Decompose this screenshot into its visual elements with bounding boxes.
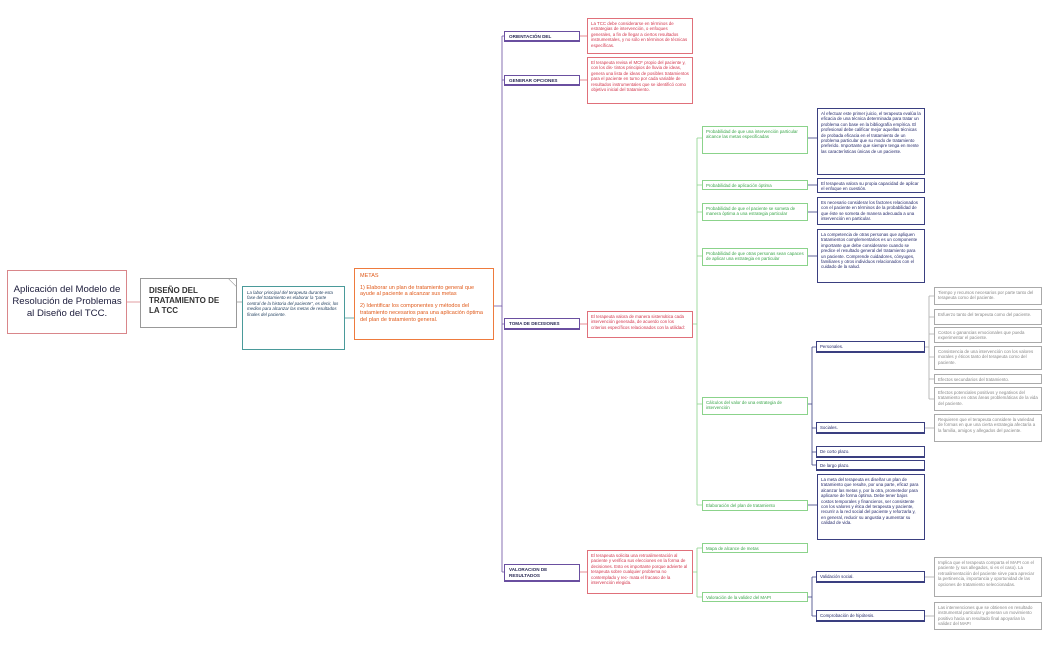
metas-box[interactable]: METAS 1) Elaborar un plan de tratamiento…: [354, 268, 494, 340]
criterion-4-text: La competencia de otras personas que apl…: [821, 232, 918, 270]
valor-label: Cálculos del valor de una estrategia de …: [706, 400, 782, 411]
intro-text: La labor principal del terapeuta durante…: [247, 290, 339, 317]
personales-item-5[interactable]: Efectos secundarios del tratamiento.: [934, 374, 1042, 384]
sociales-text: Requieren que el terapeuta considere la …: [938, 417, 1036, 433]
design-title: DISEÑO DEL TRATAMIENTO DE LA TCC: [149, 286, 220, 315]
branch-valoracion[interactable]: VALORACION DE RESULTADOS: [504, 564, 580, 582]
branch-toma-label: TOMA DE DECISIONES: [509, 321, 560, 326]
personales-item-1[interactable]: Tiempo y recursos necesarios por parte t…: [934, 287, 1042, 305]
intro-note[interactable]: La labor principal del terapeuta durante…: [242, 286, 345, 350]
validacion-social-detail[interactable]: Implica que el terapeuta comparta el MAP…: [934, 557, 1042, 597]
personales-item-3[interactable]: Costos o ganancias emocionales que pueda…: [934, 327, 1042, 343]
criterion-3-text: Es necesario considerar los factores rel…: [821, 200, 918, 222]
largo-plazo-node[interactable]: De largo plazo.: [816, 460, 925, 471]
criterion-1-text: Al efectuar este primer juicio, el terap…: [821, 111, 921, 154]
valor-node[interactable]: Cálculos del valor de una estrategia de …: [702, 397, 808, 415]
generar-text-content: El terapeuta revisa el MCF propio del pa…: [591, 60, 689, 92]
root-topic[interactable]: Aplicación del Modelo de Resolución de P…: [7, 270, 127, 334]
validez-node[interactable]: Valoración de la validez del MAPI: [702, 592, 808, 602]
criterion-3-label: Probabilidad de que el paciente se somet…: [706, 206, 796, 217]
design-topic[interactable]: DISEÑO DEL TRATAMIENTO DE LA TCC: [140, 278, 237, 328]
corto-plazo-node[interactable]: De corto plazo.: [816, 446, 925, 458]
valoracion-text-content: El terapeuta solicita una retroalimentac…: [591, 553, 688, 585]
criterion-2[interactable]: Probabilidad de aplicación óptima: [702, 180, 808, 190]
metas-title: METAS: [360, 273, 379, 279]
branch-orientacion[interactable]: ORIENTACIÓN DEL PROBLEMA: [504, 31, 580, 42]
mapa-node[interactable]: Mapa de alcance de metas: [702, 543, 808, 553]
mapa-label: Mapa de alcance de metas: [706, 546, 759, 551]
branch-generar-label: GENERAR OPCIONES: [509, 78, 558, 83]
criterion-2-text: El terapeuta valora su propia capacidad …: [821, 181, 919, 192]
sociales-label: Sociales.: [820, 425, 838, 430]
hipotesis-text: Las intervenciones que se obtienen en re…: [938, 605, 1033, 627]
plan-text: La meta del terapeuta es diseñar un plan…: [821, 477, 919, 525]
criterion-2-detail[interactable]: El terapeuta valora su propia capacidad …: [817, 178, 925, 193]
metas-item-1: 1) Elaborar un plan de tratamiento gener…: [360, 284, 475, 298]
personales-item-6[interactable]: Efectos potenciales positivos y negativo…: [934, 387, 1042, 411]
validacion-social-text: Implica que el terapeuta comparta el MAP…: [938, 560, 1035, 587]
personales-item-2[interactable]: Esfuerzo tanto del terapeuta como del pa…: [934, 309, 1042, 325]
hipotesis-label: Comprobación de hipótesis.: [820, 613, 875, 618]
branch-toma[interactable]: TOMA DE DECISIONES: [504, 318, 580, 330]
personales-item-3-text: Costos o ganancias emocionales que pueda…: [938, 330, 1025, 341]
metas-item-2: 2) Identificar los componentes y métodos…: [360, 303, 483, 323]
validez-label: Valoración de la validez del MAPI: [706, 595, 772, 600]
criterion-1[interactable]: Probabilidad de que una intervención par…: [702, 126, 808, 154]
criterion-4-label: Probabilidad de que otras personas sean …: [706, 251, 804, 262]
criterion-3-detail[interactable]: Es necesario considerar los factores rel…: [817, 197, 925, 225]
personales-item-4[interactable]: Consistencia de una intervención con los…: [934, 346, 1042, 370]
orientacion-text[interactable]: La TCC debe considerarse en términos de …: [587, 18, 693, 54]
largo-plazo-label: De largo plazo.: [820, 463, 850, 468]
hipotesis-detail[interactable]: Las intervenciones que se obtienen en re…: [934, 602, 1042, 630]
toma-text-content: El terapeuta valora de manera sistemátic…: [591, 314, 685, 330]
personales-item-4-text: Consistencia de una intervención con los…: [938, 349, 1034, 365]
root-title: Aplicación del Modelo de Resolución de P…: [12, 284, 122, 319]
corto-plazo-label: De corto plazo.: [820, 449, 850, 454]
toma-text[interactable]: El terapeuta valora de manera sistemátic…: [587, 311, 693, 338]
criterion-1-detail[interactable]: Al efectuar este primer juicio, el terap…: [817, 108, 925, 175]
branch-orientacion-label: ORIENTACIÓN DEL PROBLEMA: [509, 34, 552, 40]
criterion-3[interactable]: Probabilidad de que el paciente se somet…: [702, 203, 808, 221]
branch-valoracion-label: VALORACION DE RESULTADOS: [509, 567, 548, 578]
personales-item-5-text: Efectos secundarios del tratamiento.: [938, 377, 1010, 382]
validacion-social-label: Validación social.: [820, 574, 854, 579]
orientacion-text-content: La TCC debe considerarse en términos de …: [591, 21, 688, 48]
generar-text[interactable]: El terapeuta revisa el MCF propio del pa…: [587, 57, 693, 104]
sociales-detail[interactable]: Requieren que el terapeuta considere la …: [934, 414, 1042, 442]
criterion-4-detail[interactable]: La competencia de otras personas que apl…: [817, 229, 925, 283]
validacion-social-node[interactable]: Validación social.: [816, 571, 925, 583]
personales-node[interactable]: Personales.: [816, 341, 925, 353]
criterion-1-label: Probabilidad de que una intervención par…: [706, 129, 798, 140]
criterion-4[interactable]: Probabilidad de que otras personas sean …: [702, 248, 808, 266]
criterion-2-label: Probabilidad de aplicación óptima: [706, 183, 772, 188]
personales-item-2-text: Esfuerzo tanto del terapeuta como del pa…: [938, 312, 1032, 317]
hipotesis-node[interactable]: Comprobación de hipótesis.: [816, 610, 925, 622]
plan-detail[interactable]: La meta del terapeuta es diseñar un plan…: [817, 474, 925, 540]
plan-node[interactable]: Elaboración del plan de tratamiento: [702, 500, 808, 511]
personales-label: Personales.: [820, 344, 844, 349]
sociales-node[interactable]: Sociales.: [816, 422, 925, 434]
personales-item-1-text: Tiempo y recursos necesarios por parte t…: [938, 290, 1034, 301]
branch-generar[interactable]: GENERAR OPCIONES: [504, 75, 580, 86]
personales-item-6-text: Efectos potenciales positivos y negativo…: [938, 390, 1038, 406]
plan-label: Elaboración del plan de tratamiento: [706, 503, 776, 508]
valoracion-text[interactable]: El terapeuta solicita una retroalimentac…: [587, 550, 693, 594]
